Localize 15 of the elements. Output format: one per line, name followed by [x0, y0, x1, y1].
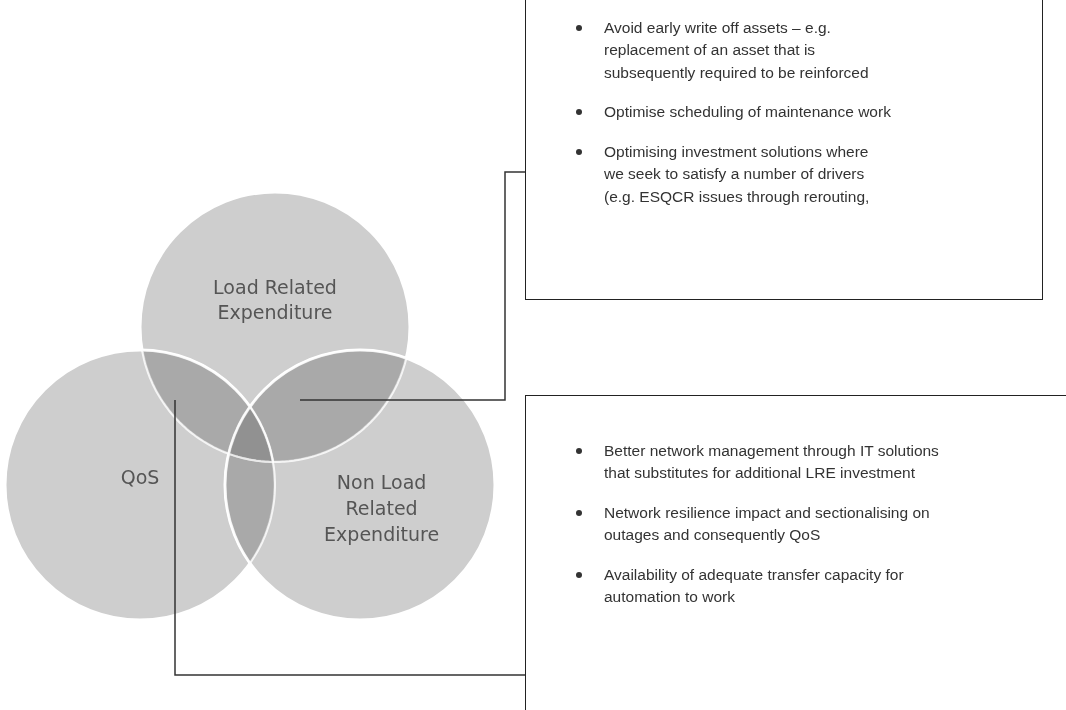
circle-label: QoS [119, 465, 161, 490]
bullet-item: Availability of adequate transfer capacity for automation to work [604, 564, 905, 608]
bullet-item: Avoid early write off assets – e.g. replacement of an asset that is subsequently required to be reinforced [604, 18, 870, 83]
bullet-item: Optimising investment solutions where we seek to satisfy a number of drivers (e.g. ESQCR issues through rerouting, [604, 141, 871, 207]
venn-circle [223, 348, 497, 622]
circle-label: Non Load Related Expenditure [323, 470, 441, 547]
leader-line [299, 171, 526, 401]
overlap-region [224, 406, 276, 564]
leader-line [174, 399, 526, 676]
bullet-item: Better network management through IT solutions that substitutes for additional LRE investment [604, 441, 940, 484]
bullet-item: Network resilience impact and sectionalising on outages and consequently QoS [604, 502, 931, 546]
bullet-item: Optimise scheduling of maintenance work [604, 102, 891, 123]
callout-box [525, 395, 1066, 710]
callout-box [525, 0, 1043, 300]
circle-label: Load Related Expenditure [212, 274, 338, 326]
